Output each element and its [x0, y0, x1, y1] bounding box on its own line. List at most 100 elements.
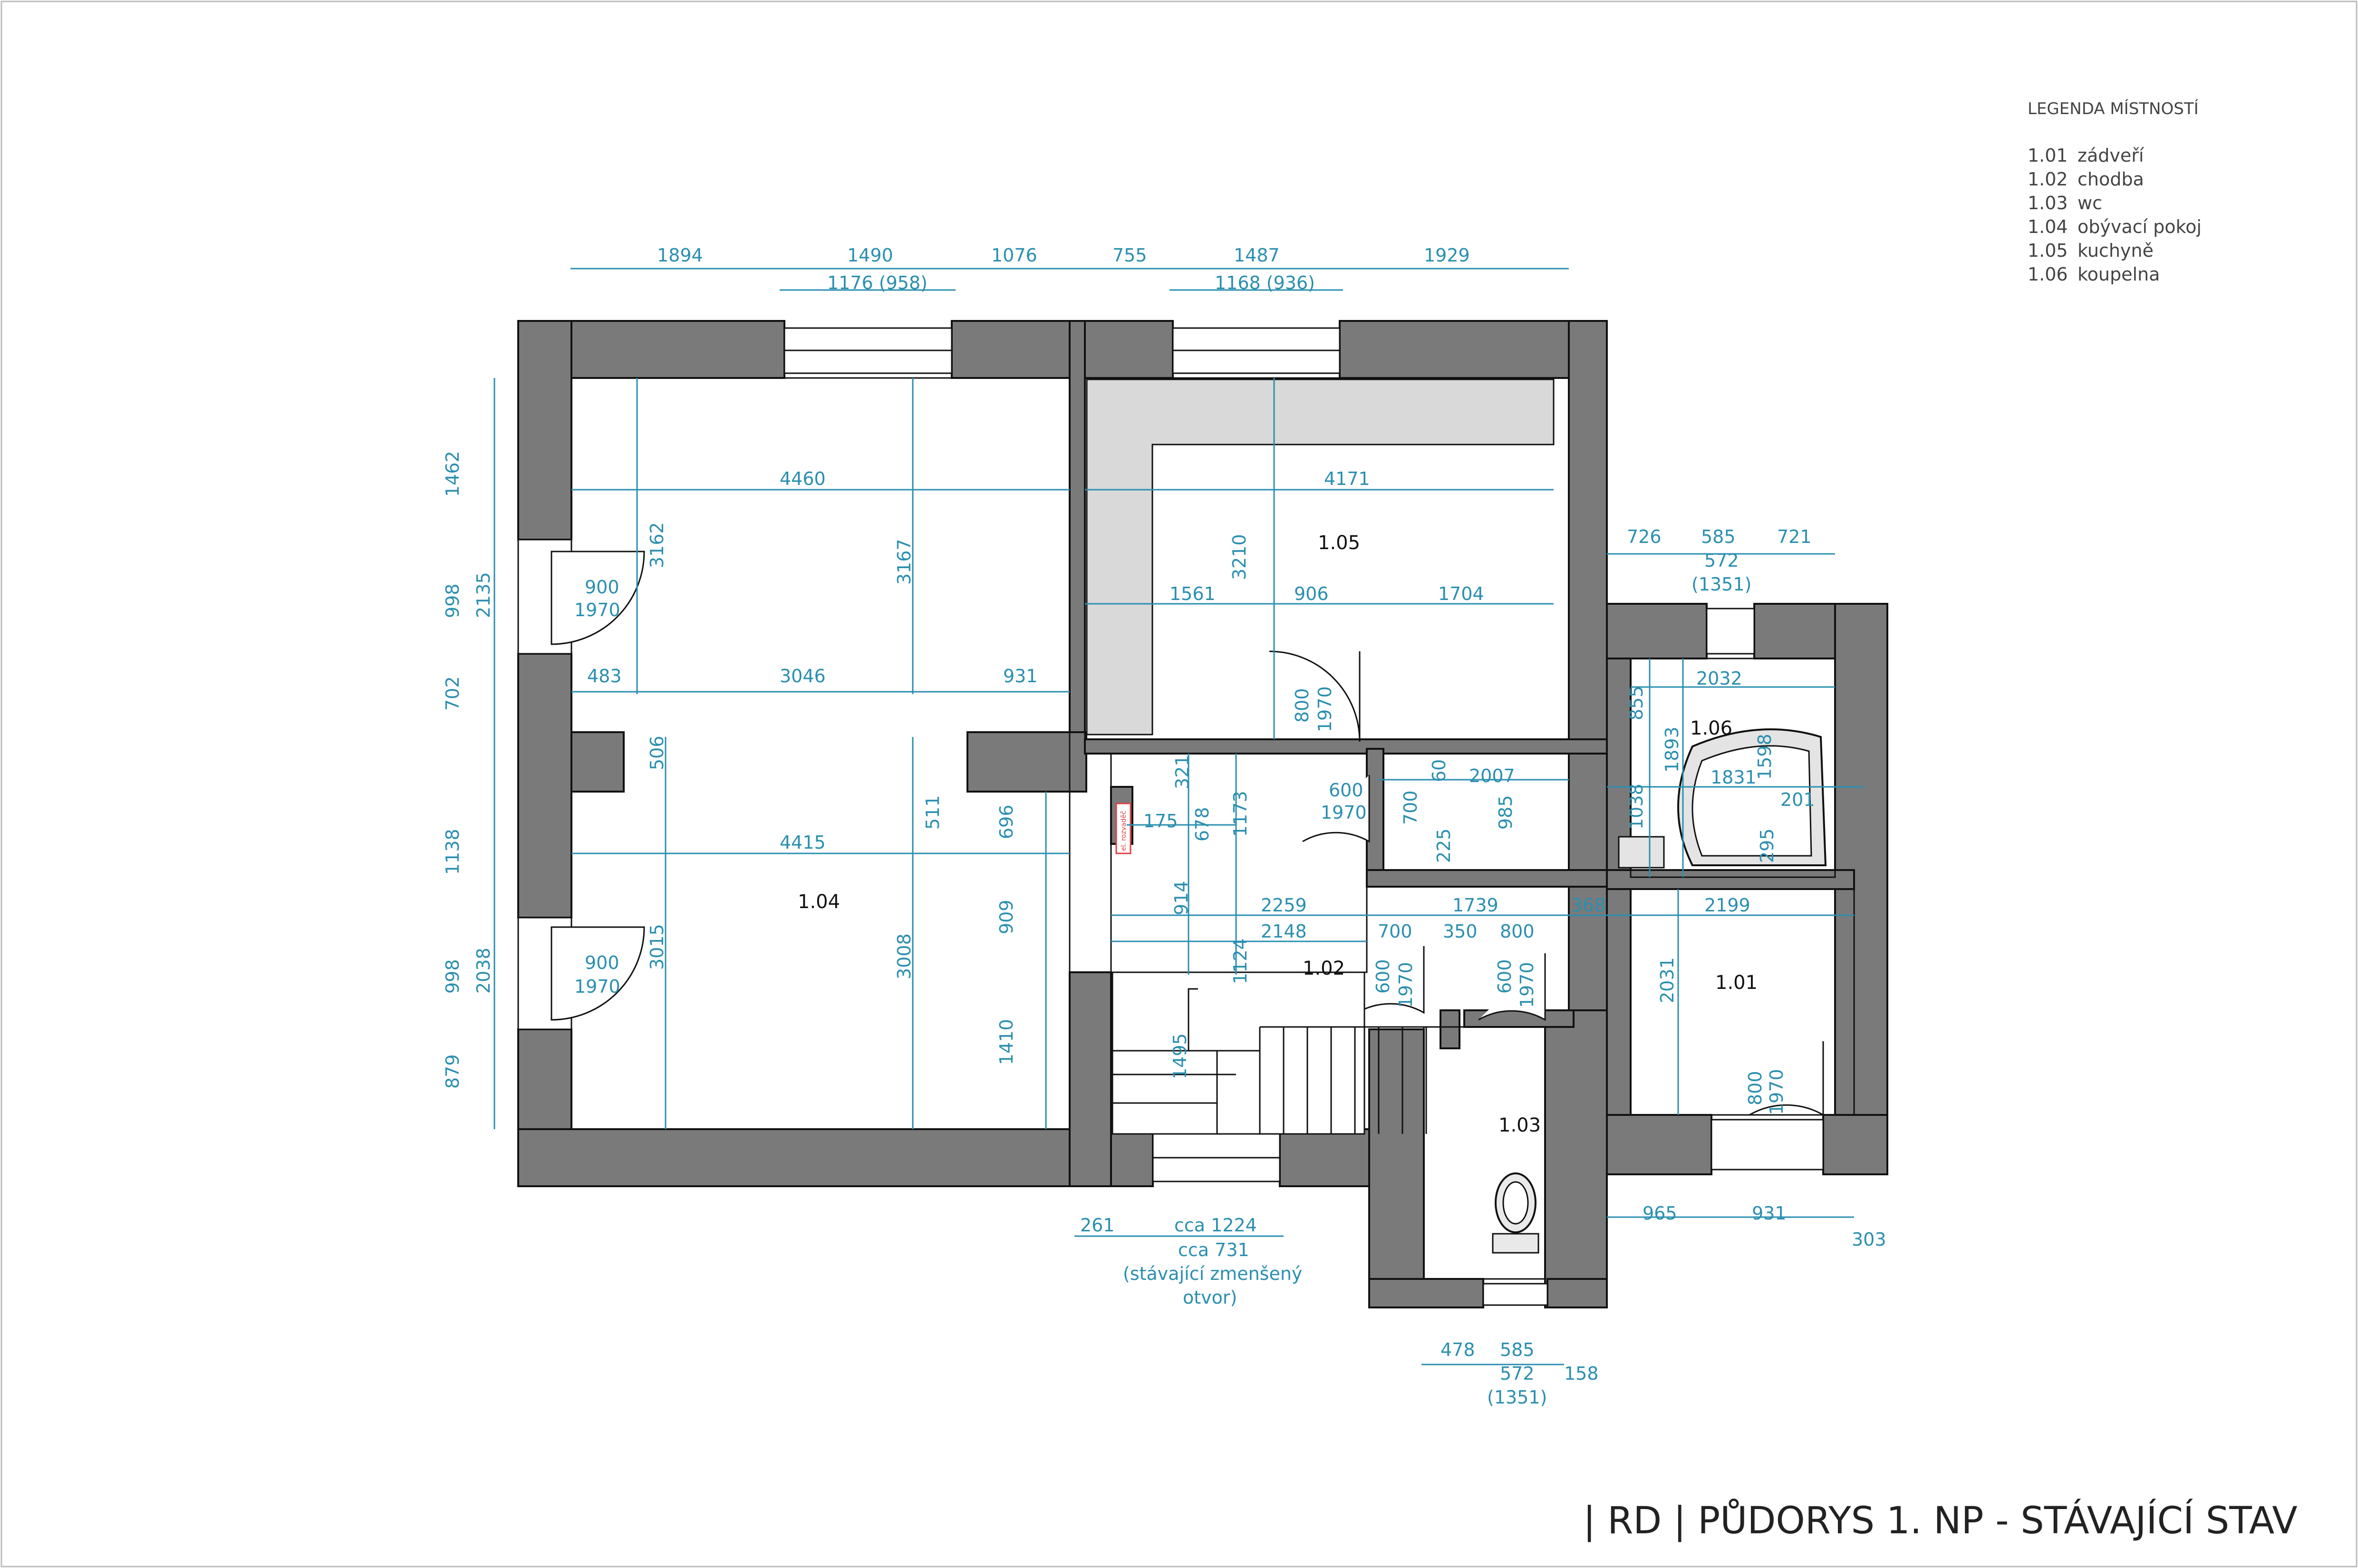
room-label-1-01: 1.01 [1715, 972, 1758, 994]
dim-living-4415: 4415 [780, 832, 826, 853]
dim-top-6: 1929 [1424, 245, 1470, 266]
dim-living-3167: 3167 [894, 539, 915, 585]
dim-bl-cca1224: cca 1224 [1174, 1215, 1257, 1236]
dim-living-3015: 3015 [647, 924, 667, 970]
legend-name-6: koupelna [2078, 264, 2160, 285]
dim-hall-368: 368 [1571, 895, 1606, 916]
bath-outline [1630, 658, 1836, 878]
dim-left-4: 702 [442, 676, 463, 711]
stairs [1111, 971, 1445, 1135]
dim-top-3: 1076 [991, 245, 1037, 266]
wall-pier-left [570, 731, 625, 793]
dim-hall-321: 321 [1172, 755, 1193, 789]
dim-living-506: 506 [647, 736, 667, 770]
dim-left-7: 2038 [473, 948, 494, 994]
dim-bl-note1: (stávající zmenšený [1123, 1263, 1302, 1284]
window-6 [1711, 1119, 1824, 1171]
dim-bath-201: 201 [1780, 789, 1815, 810]
wall-right-1 [1568, 320, 1608, 1083]
door-swing-2 [551, 926, 645, 1021]
legend: LEGENDA MÍSTNOSTÍ 1.01 zádveří 1.02 chod… [2028, 99, 2202, 285]
dim-living-696: 696 [996, 804, 1017, 839]
dim-bl-cca731: cca 731 [1178, 1239, 1249, 1260]
dim-door2-h: 1970 [574, 976, 620, 997]
legend-name-5: kuchyně [2078, 240, 2154, 261]
wc-outline [1423, 1026, 1546, 1280]
dim-wc-585: 585 [1500, 1339, 1535, 1360]
dim-living-4460: 4460 [780, 468, 826, 489]
dim-hall-1495: 1495 [1169, 1033, 1190, 1079]
dim-rw-572: 572 [1704, 550, 1739, 571]
wall-bottom-right-2 [1822, 1114, 1888, 1175]
dim-hall-678: 678 [1192, 807, 1213, 842]
electric-cabinet-label: el. rozvaděč [1120, 811, 1128, 851]
dim-hall-2148: 2148 [1261, 921, 1307, 942]
dim-hall-2259: 2259 [1261, 895, 1307, 916]
legend-code-6: 1.06 [2028, 264, 2068, 285]
dim-hall-2007: 2007 [1469, 765, 1515, 786]
legend-code-3: 1.03 [2028, 193, 2068, 213]
window-3 [1706, 608, 1755, 655]
dim-br-931: 931 [1752, 1203, 1787, 1224]
dim-hall-1173: 1173 [1230, 791, 1251, 837]
dim-bl-note2: otvor) [1183, 1287, 1237, 1308]
dim-hall-1124: 1124 [1230, 938, 1251, 984]
wall-wc-bottom-1 [1368, 1278, 1484, 1308]
door-swing-bath [1302, 775, 1370, 843]
wall-wc-left [1368, 1028, 1425, 1308]
dim-hall-1739: 1739 [1452, 895, 1498, 916]
dim-living-483: 483 [587, 666, 622, 687]
dim-hall-1970: 1970 [1321, 802, 1367, 823]
dim-hall-door2-h: 1970 [1517, 962, 1537, 1008]
legend-name-2: chodba [2078, 169, 2144, 190]
dim-hall-60: 60 [1429, 759, 1450, 782]
dim-hall-600: 600 [1329, 780, 1363, 801]
dim-hall-700b: 700 [1378, 921, 1412, 942]
dim-bath-2032: 2032 [1696, 668, 1742, 689]
dim-wc-1351: (1351) [1487, 1387, 1547, 1408]
dim-bl-261: 261 [1080, 1215, 1115, 1236]
dim-hall-2199: 2199 [1704, 895, 1750, 916]
legend-code-5: 1.05 [2028, 240, 2068, 261]
dim-hall-door1-w: 600 [1372, 959, 1393, 994]
dim-rw-726: 726 [1627, 526, 1662, 547]
room-label-1-06: 1.06 [1690, 717, 1732, 739]
dim-hall-985: 985 [1495, 795, 1516, 830]
wall-top-3 [1339, 320, 1607, 379]
dim-bath-295: 295 [1757, 828, 1778, 863]
dim-bath-1893: 1893 [1662, 726, 1682, 773]
dim-living-3046: 3046 [780, 666, 826, 687]
doors [517, 539, 1824, 1116]
wall-right-5 [1606, 658, 1632, 1163]
legend-code-1: 1.01 [2028, 145, 2068, 166]
wall-bottom-2 [1279, 1128, 1373, 1187]
wall-mid-2 [1069, 971, 1112, 1187]
dim-wc-478: 478 [1440, 1339, 1475, 1360]
room-label-1-04: 1.04 [798, 891, 840, 913]
door-swing-entry [1749, 1041, 1824, 1116]
room-label-1-03: 1.03 [1498, 1114, 1541, 1136]
dim-kitchen-1561: 1561 [1169, 583, 1216, 604]
wall-mid-pier [966, 731, 1087, 793]
dim-kitchen-3210: 3210 [1229, 534, 1250, 580]
kitchen-counter [1086, 378, 1555, 736]
dim-top-5: 1487 [1234, 245, 1280, 266]
dim-hall-door2-w: 600 [1494, 959, 1515, 994]
wall-bath-bottom [1366, 869, 1608, 888]
wall-right-2 [1606, 603, 1708, 659]
dim-top-sub-2: 1168 (936) [1215, 272, 1315, 293]
dim-rw-585: 585 [1701, 526, 1736, 547]
dim-kitchen-door-w: 800 [1292, 688, 1313, 723]
wall-left-2 [517, 653, 572, 919]
wall-mid-1 [1069, 320, 1086, 740]
dim-living-1410: 1410 [996, 1019, 1017, 1065]
wall-wc-top [1440, 1009, 1460, 1049]
dim-br-303: 303 [1852, 1229, 1886, 1250]
legend-code-4: 1.04 [2028, 216, 2068, 237]
dim-top-2: 1490 [847, 245, 893, 266]
dim-living-931: 931 [1003, 666, 1038, 687]
wall-kitchen-bottom [1084, 738, 1608, 755]
dim-bath-1598: 1598 [1754, 734, 1775, 780]
drawing-title: | RD | PŮDORYS 1. NP - STÁVAJÍCÍ STAV [1583, 1499, 2298, 1542]
